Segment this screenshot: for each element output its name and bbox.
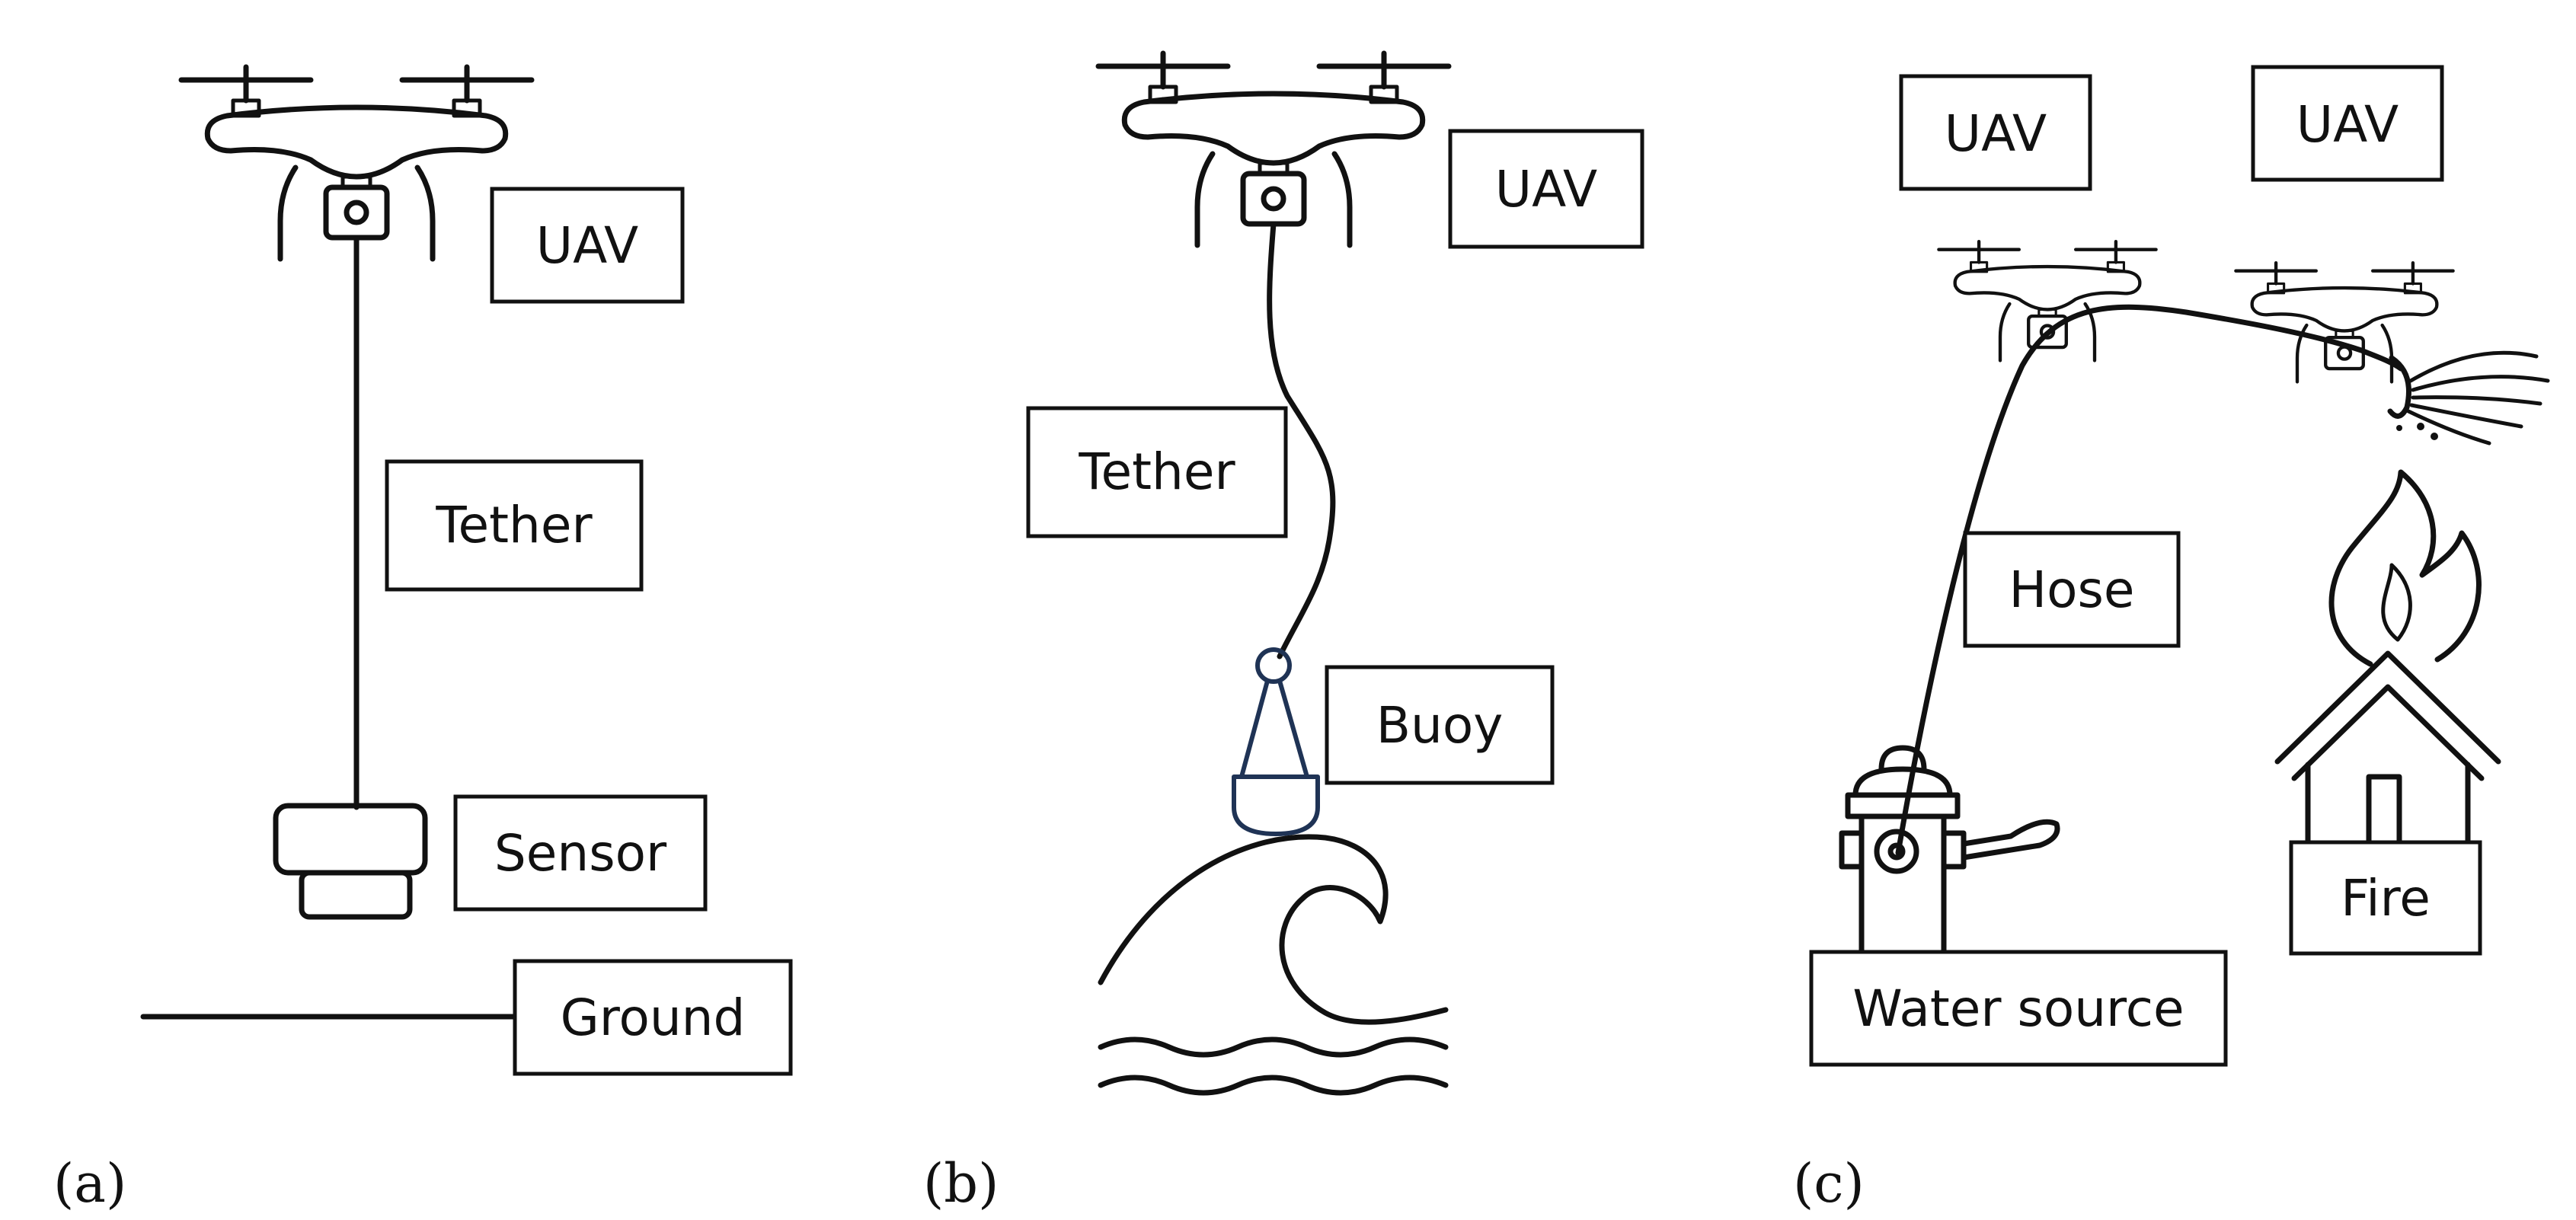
spray-icon [2387, 350, 2550, 446]
svg-text:Hose: Hose [2009, 560, 2135, 619]
label-ground: Ground [513, 959, 793, 1076]
svg-text:Ground: Ground [561, 988, 746, 1047]
svg-text:UAV: UAV [2296, 95, 2399, 154]
label-uav: UAV [1448, 129, 1644, 249]
svg-text:UAV: UAV [1495, 160, 1597, 219]
svg-text:Tether: Tether [1078, 442, 1235, 501]
svg-text:UAV: UAV [1945, 104, 2047, 163]
svg-text:Tether: Tether [435, 496, 593, 554]
uav-icon-right [2236, 263, 2453, 382]
label-hose: Hose [1963, 531, 2181, 648]
svg-text:Sensor: Sensor [494, 824, 667, 883]
wave-icon [1098, 834, 1449, 1096]
label-uav-right: UAV [2251, 65, 2444, 182]
caption-b: (b) [923, 1152, 999, 1215]
buoy-icon [1232, 647, 1320, 836]
hose-line [1895, 304, 2404, 856]
label-fire: Fire [2289, 840, 2482, 956]
flame-icon [2328, 469, 2482, 667]
svg-text:Fire: Fire [2341, 869, 2431, 928]
uav-icon-left [1938, 241, 2156, 360]
label-uav-left: UAV [1899, 74, 2092, 191]
label-tether: Tether [1026, 406, 1288, 538]
label-sensor: Sensor [453, 794, 708, 912]
label-buoy: Buoy [1325, 665, 1555, 785]
label-uav: UAV [490, 187, 685, 304]
hydrant-icon [1839, 745, 2060, 978]
label-tether: Tether [385, 459, 644, 592]
svg-text:UAV: UAV [536, 216, 638, 275]
uav-icon [1098, 53, 1449, 245]
house-icon [2274, 650, 2501, 856]
label-water-source: Water source [1809, 950, 2228, 1067]
panel-b: UAV Tether Buoy (b) [923, 53, 1644, 1215]
svg-text:Buoy: Buoy [1376, 696, 1504, 755]
uav-icon [181, 67, 532, 259]
sensor-icon [273, 803, 428, 920]
panel-a: UAV Tether Sensor Ground (a) [53, 67, 793, 1215]
tether-line [1267, 221, 1336, 660]
svg-text:Water source: Water source [1852, 979, 2184, 1038]
caption-c: (c) [1793, 1152, 1865, 1215]
caption-a: (a) [53, 1152, 126, 1215]
panel-c: UAV UAV Hose Fire Water source (c) [1793, 65, 2550, 1215]
